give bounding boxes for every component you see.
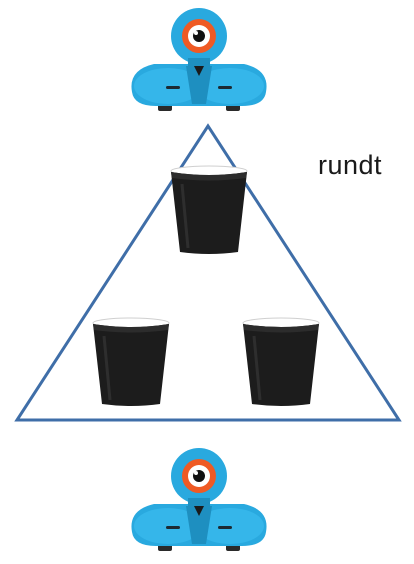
dash-robot-icon: [131, 8, 267, 111]
dash-robot-icon: [131, 448, 267, 551]
path-label: rundt: [318, 150, 383, 180]
cup-icon: [92, 317, 170, 406]
cup-icon: [170, 165, 248, 254]
cup-icon: [242, 317, 320, 406]
